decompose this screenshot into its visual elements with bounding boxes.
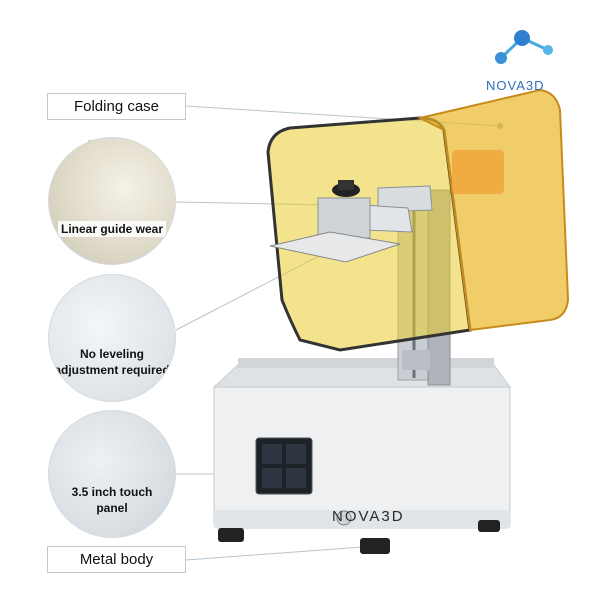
no-leveling-circle: No leveling adjustment required (48, 274, 176, 402)
power-button-icon (336, 510, 352, 526)
touch-screen (255, 437, 313, 495)
folding-case-label: Folding case (47, 93, 186, 120)
build-platform (269, 180, 433, 263)
touch-panel-circle: 3.5 inch touch panel (48, 410, 176, 538)
touch-panel-line2: panel (96, 501, 128, 515)
printer-feet (218, 520, 500, 554)
linear-guide-label: Linear guide wear (57, 221, 167, 237)
touch-panel-line1: 3.5 inch touch (71, 485, 153, 499)
folding-case (266, 88, 570, 352)
printer-front-brand: NOVA3D (332, 508, 405, 525)
nova3d-logo-icon (495, 30, 553, 64)
no-leveling-line2: adjustment required (54, 363, 170, 377)
metal-body-label: Metal body (47, 546, 186, 573)
linear-guide-circle: Linear guide wear (48, 137, 176, 265)
no-leveling-line1: No leveling (79, 347, 144, 361)
brand-name: NOVA3D (486, 78, 545, 93)
